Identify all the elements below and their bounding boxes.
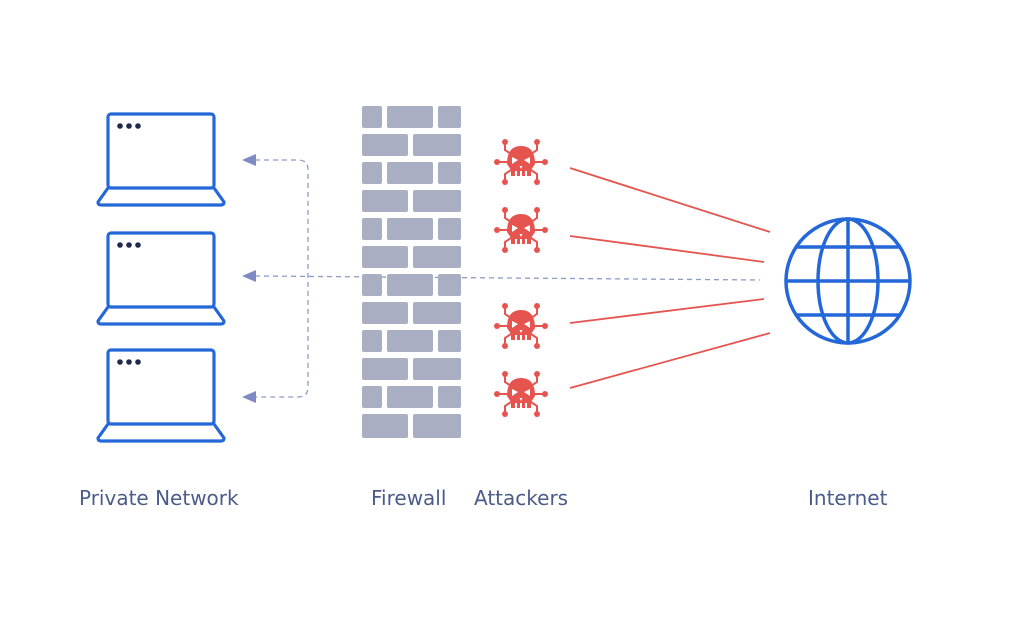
internet-label: Internet [808, 486, 888, 510]
dashed-link-lines [254, 159, 761, 398]
arrowheads [242, 154, 256, 403]
attackers-label: Attackers [474, 486, 569, 510]
laptop-icon [96, 231, 226, 326]
arrowhead-icon [242, 270, 256, 282]
skull-bug-icon [493, 206, 549, 254]
laptop-icon [96, 112, 226, 207]
arrowhead-icon [242, 154, 256, 166]
skull-bug-icon [493, 138, 549, 186]
skull-bug-icon [493, 370, 549, 418]
globe-icon [784, 217, 912, 345]
firewall-label: Firewall [371, 486, 447, 510]
arrowhead-icon [242, 391, 256, 403]
laptop-icon [96, 348, 226, 443]
brick-wall-icon [362, 106, 461, 438]
skull-bug-icon [493, 302, 549, 350]
private-network-label: Private Network [79, 486, 239, 510]
attack-lines [569, 167, 771, 389]
